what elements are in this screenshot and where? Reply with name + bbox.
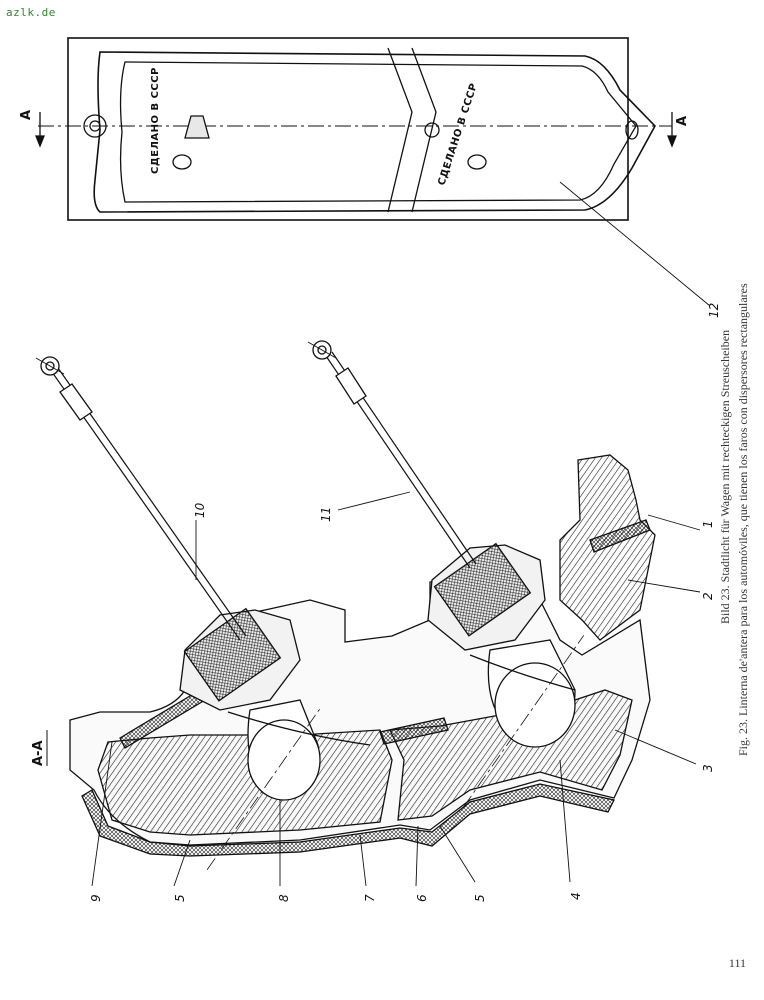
lens-inscription-right: СДЕЛАНО В СССР [436, 82, 480, 187]
part-label-9: 9 [89, 894, 103, 902]
lens-plan-view [35, 37, 677, 221]
part-label-5a: 5 [173, 894, 187, 902]
part-label-1: 1 [701, 520, 715, 528]
leader-lines [91, 181, 711, 887]
section-mark-left: A [19, 110, 34, 120]
lens-inscription-left: СДЕЛАНО В СССР [150, 67, 161, 174]
part-label-11: 11 [319, 507, 333, 522]
figure-caption-es: Fig. 23. Linterna de'antera para los aut… [736, 283, 750, 756]
page-number: 111 [728, 956, 746, 970]
part-label-6: 6 [415, 894, 429, 902]
part-label-2: 2 [701, 592, 715, 600]
part-label-7: 7 [363, 894, 377, 902]
part-label-3: 3 [701, 764, 715, 772]
figure-caption-de: Bild 23. Stadtlicht für Wagen mit rechte… [718, 329, 732, 624]
site-watermark: azlk.de [6, 6, 56, 19]
section-label: A-A [31, 740, 46, 766]
cross-section-view [35, 340, 656, 870]
part-label-8: 8 [277, 894, 291, 902]
part-label-4: 4 [569, 892, 583, 900]
part-label-12: 12 [707, 303, 721, 318]
part-label-5b: 5 [473, 894, 487, 902]
section-mark-right: A [675, 116, 690, 126]
part-label-10: 10 [193, 502, 207, 518]
